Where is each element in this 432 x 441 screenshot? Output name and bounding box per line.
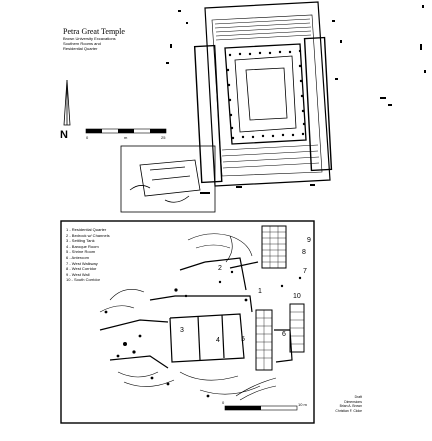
room-number: 1 [258, 288, 262, 295]
masonry-block-east [289, 303, 305, 353]
scale-tick: 25 [161, 135, 166, 140]
inset-marker [120, 145, 216, 213]
legend-item: 1 - Residential Quarter [66, 227, 107, 232]
title-line: Southern Rooms and [63, 41, 101, 46]
room-number: 9 [307, 237, 311, 244]
north-label: N [60, 129, 68, 141]
room-number: 4 [216, 337, 220, 344]
credit-line: Draft [354, 395, 362, 399]
room-number: 2 [218, 265, 222, 272]
inset-sketch [129, 159, 201, 203]
masonry-block-west [261, 225, 287, 269]
scale-tick: 0 [222, 400, 225, 405]
title-line: Residential Quarter [63, 46, 98, 51]
title-line: Brown University Excavations [63, 36, 116, 41]
legend-item: 7 - West Walkway [66, 260, 98, 266]
masonry-block-south [255, 309, 273, 371]
room-number: 7 [303, 268, 307, 275]
legend-item: 8 - West Corridor [66, 266, 97, 272]
legend-item: 10 - South Corridor [66, 277, 101, 283]
top-scale-bar [85, 128, 167, 134]
detail-plan [99, 225, 305, 401]
scale-tick: m [124, 135, 128, 140]
legend-item: 5 - Shrine Room [66, 249, 96, 255]
scale-tick: 0 [86, 135, 89, 140]
legend: 1 - Residential Quarter 2 - Bedrock w/ C… [66, 227, 146, 283]
rubble-scatter [166, 5, 426, 194]
title-block: Petra Great Temple Brown University Exca… [63, 27, 125, 51]
credit-line: Dimensions [344, 399, 362, 404]
room-number-labels: 9 8 7 2 1 10 3 4 5 6 [180, 237, 311, 344]
bottom-scale-ticks: 0 10 m [222, 400, 308, 407]
legend-item: 4 - Baroque Room [66, 243, 99, 249]
room-number: 10 [293, 293, 301, 300]
legend-item: 3 - Settling Tank [66, 238, 95, 244]
detail-plan-frame [60, 220, 315, 424]
credit-line: Brian A. Brown [339, 404, 362, 409]
top-scale-ticks: 0 m 25 [86, 135, 166, 140]
room-number: 3 [180, 327, 184, 334]
legend-item: 2 - Bedrock w/ Channels [66, 232, 110, 238]
room-number: 5 [241, 336, 245, 343]
credit-block: Draft Dimensions Brian A. Brown Christia… [316, 395, 362, 413]
bottom-scale-bar [224, 405, 298, 411]
scale-tick: 10 m [298, 402, 308, 407]
legend-item: 6 - Anteroom [66, 254, 89, 260]
temple-precinct-plan [193, 1, 333, 187]
room-number: 6 [282, 331, 286, 338]
credit-line: Christian F. Cloke [335, 408, 362, 413]
title-main: Petra Great Temple [63, 27, 125, 36]
legend-item: 9 - West Wall [66, 271, 90, 277]
room-number: 8 [302, 249, 306, 256]
north-arrow-icon [63, 79, 71, 126]
